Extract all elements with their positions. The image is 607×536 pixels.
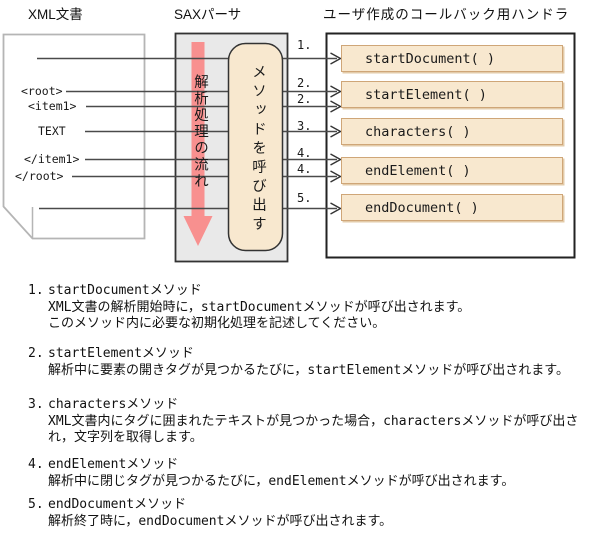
- note-line: 解析中に閉じタグが見つかるたびに，endElementメソッドが呼び出されます。: [48, 473, 515, 489]
- xml-token-root-close: </root>: [15, 169, 64, 183]
- flow-down-arrow-icon: [183, 42, 213, 246]
- method-box-endelement: endElement( ): [341, 157, 563, 184]
- xml-token-item1-open: <item1>: [28, 99, 77, 113]
- note-number: 2.: [28, 346, 44, 361]
- note-line: 解析終了時に，endDocumentメソッドが呼び出されます。: [48, 513, 393, 529]
- note-line: このメソッド内に必要な初期化処理を記述してください。: [48, 316, 386, 331]
- xml-document-shape: [2, 33, 146, 240]
- note-item: 3. charactersメソッド XML文書内にタグに囲まれたテキストが見つか…: [28, 397, 578, 447]
- sax-parser-heading: SAXパーサ: [174, 7, 242, 22]
- note-line: れ，文字列を取得します。: [48, 430, 203, 445]
- method-box-enddocument: endDocument( ): [341, 194, 563, 221]
- note-title: charactersメソッド: [48, 397, 179, 412]
- callout-number: 3.: [297, 119, 312, 133]
- note-number: 3.: [28, 397, 44, 412]
- note-title: startElementメソッド: [48, 346, 194, 361]
- note-item: 2. startElementメソッド 解析中に要素の開きタグが見つかるたびに，…: [28, 346, 569, 379]
- invoke-method-label: メソッドを呼び出す: [250, 64, 266, 235]
- note-number: 4.: [28, 457, 44, 472]
- note-line: XML文書内にタグに囲まれたテキストが見つかった場合，charactersメソッ…: [48, 413, 579, 429]
- handler-heading: ユーザ作成のコールバック用ハンドラ: [323, 7, 570, 22]
- note-item: 4. endElementメソッド 解析中に閉じタグが見つかるたびに，endEl…: [28, 457, 514, 490]
- parse-flow-label: 解析処理の流れ: [192, 74, 208, 190]
- note-item: 1. startDocumentメソッド XML文書の解析開始時に，startD…: [28, 283, 470, 333]
- note-title: startDocumentメソッド: [48, 283, 202, 298]
- callout-number: 4.: [297, 162, 312, 176]
- note-item: 5. endDocumentメソッド 解析終了時に，endDocumentメソッ…: [28, 497, 392, 530]
- callout-number: 4.: [297, 146, 312, 160]
- note-title: endElementメソッド: [48, 457, 179, 472]
- xml-document-heading: XML文書: [28, 7, 83, 22]
- callout-number: 5.: [297, 191, 312, 205]
- invoke-method-capsule: [227, 42, 284, 252]
- method-label: startElement( ): [365, 86, 487, 103]
- note-number: 1.: [28, 283, 44, 298]
- xml-token-text: TEXT: [38, 124, 66, 138]
- note-line: 解析中に要素の開きタグが見つかるたびに，startElementメソッドが呼び出…: [48, 362, 569, 378]
- note-line: XML文書の解析開始時に，startDocumentメソッドが呼び出されます。: [48, 299, 471, 315]
- method-box-startelement: startElement( ): [341, 81, 563, 108]
- xml-token-item1-close: </item1>: [24, 152, 80, 166]
- arrowhead-icons: [330, 52, 342, 215]
- note-title: endDocumentメソッド: [48, 497, 187, 512]
- method-label: characters( ): [365, 123, 471, 140]
- callout-number: 2.: [297, 92, 312, 106]
- method-label: startDocument( ): [365, 50, 496, 67]
- callout-number: 2.: [297, 76, 312, 90]
- method-box-characters: characters( ): [341, 118, 563, 145]
- method-label: endDocument( ): [365, 199, 479, 216]
- xml-token-root-open: <root>: [21, 84, 63, 98]
- connector-lines: [37, 57, 337, 210]
- method-box-startdocument: startDocument( ): [341, 45, 563, 72]
- callout-number: 1.: [297, 38, 312, 52]
- note-number: 5.: [28, 497, 44, 512]
- method-label: endElement( ): [365, 162, 471, 179]
